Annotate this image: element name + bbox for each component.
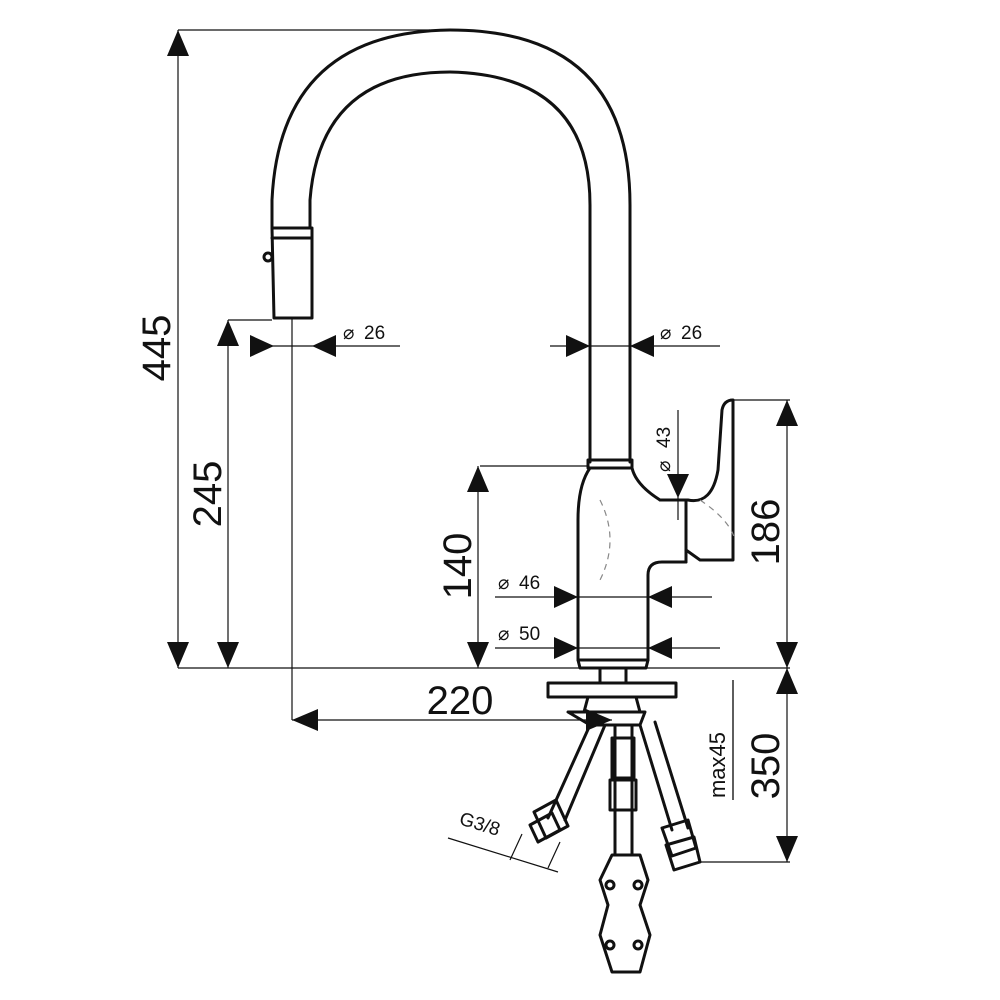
base-diameter-value: 50 (519, 624, 540, 645)
dimension-labels: 445 245 140 186 350 max45 220 ⌀ 26 ⌀ 26 … (135, 315, 788, 841)
label-handle-diameter: ⌀ 43 (654, 427, 675, 472)
hose-left (546, 723, 607, 822)
mounting-hardware (528, 666, 702, 974)
collar-ring (586, 458, 634, 470)
dimension-lines (167, 29, 798, 873)
weight-screw-3 (604, 939, 616, 951)
diameter-symbol: ⌀ (343, 323, 354, 344)
mounting-washer (546, 681, 678, 699)
center-connector-upper (610, 736, 636, 780)
label-handle-height: 186 (744, 499, 788, 566)
label-spout-outlet-height: 245 (186, 461, 230, 528)
main-body (576, 466, 688, 662)
hidden-cartridge-line (599, 499, 611, 581)
spout-inner-edge (270, 28, 632, 464)
handle-lever (658, 398, 735, 562)
center-connector-lower (608, 778, 638, 812)
label-total-height: 445 (135, 315, 179, 382)
tube-diameter-value: 26 (681, 323, 702, 344)
hose-center (613, 723, 634, 857)
diameter-symbol: ⌀ (498, 573, 509, 594)
hose-weight (598, 853, 652, 974)
hose-left-nut (528, 811, 562, 844)
base-ring (576, 658, 650, 670)
label-max-deck: max45 (705, 732, 730, 798)
spray-head (270, 226, 314, 320)
hidden-handle-line (699, 499, 736, 541)
label-hose-thread: G3/8 (457, 809, 503, 841)
handle-diameter-value: 43 (654, 427, 675, 448)
label-reach: 220 (427, 679, 494, 723)
label-base-diameter: ⌀ 50 (498, 624, 540, 645)
label-hose-length: 350 (744, 733, 788, 800)
diameter-symbol: ⌀ (660, 323, 671, 344)
outlet-diameter-value: 26 (364, 323, 385, 344)
spout-outer-edge (308, 70, 592, 464)
spray-button (262, 251, 274, 263)
label-body-upper-diameter: ⌀ 46 (498, 573, 540, 594)
label-body-height: 140 (436, 533, 480, 600)
hose-right (638, 720, 690, 832)
fixing-nut (582, 695, 642, 714)
weight-screw-1 (604, 879, 616, 891)
dim-line-g38 (447, 837, 559, 873)
weight-screw-4 (632, 939, 644, 951)
label-tube-diameter: ⌀ 26 (660, 323, 702, 344)
diameter-symbol: ⌀ (498, 624, 509, 645)
label-outlet-diameter: ⌀ 26 (343, 323, 385, 344)
diameter-symbol: ⌀ (654, 461, 675, 472)
body-upper-diameter-value: 46 (519, 573, 540, 594)
weight-screw-2 (632, 879, 644, 891)
hose-left-fitting (532, 798, 570, 840)
